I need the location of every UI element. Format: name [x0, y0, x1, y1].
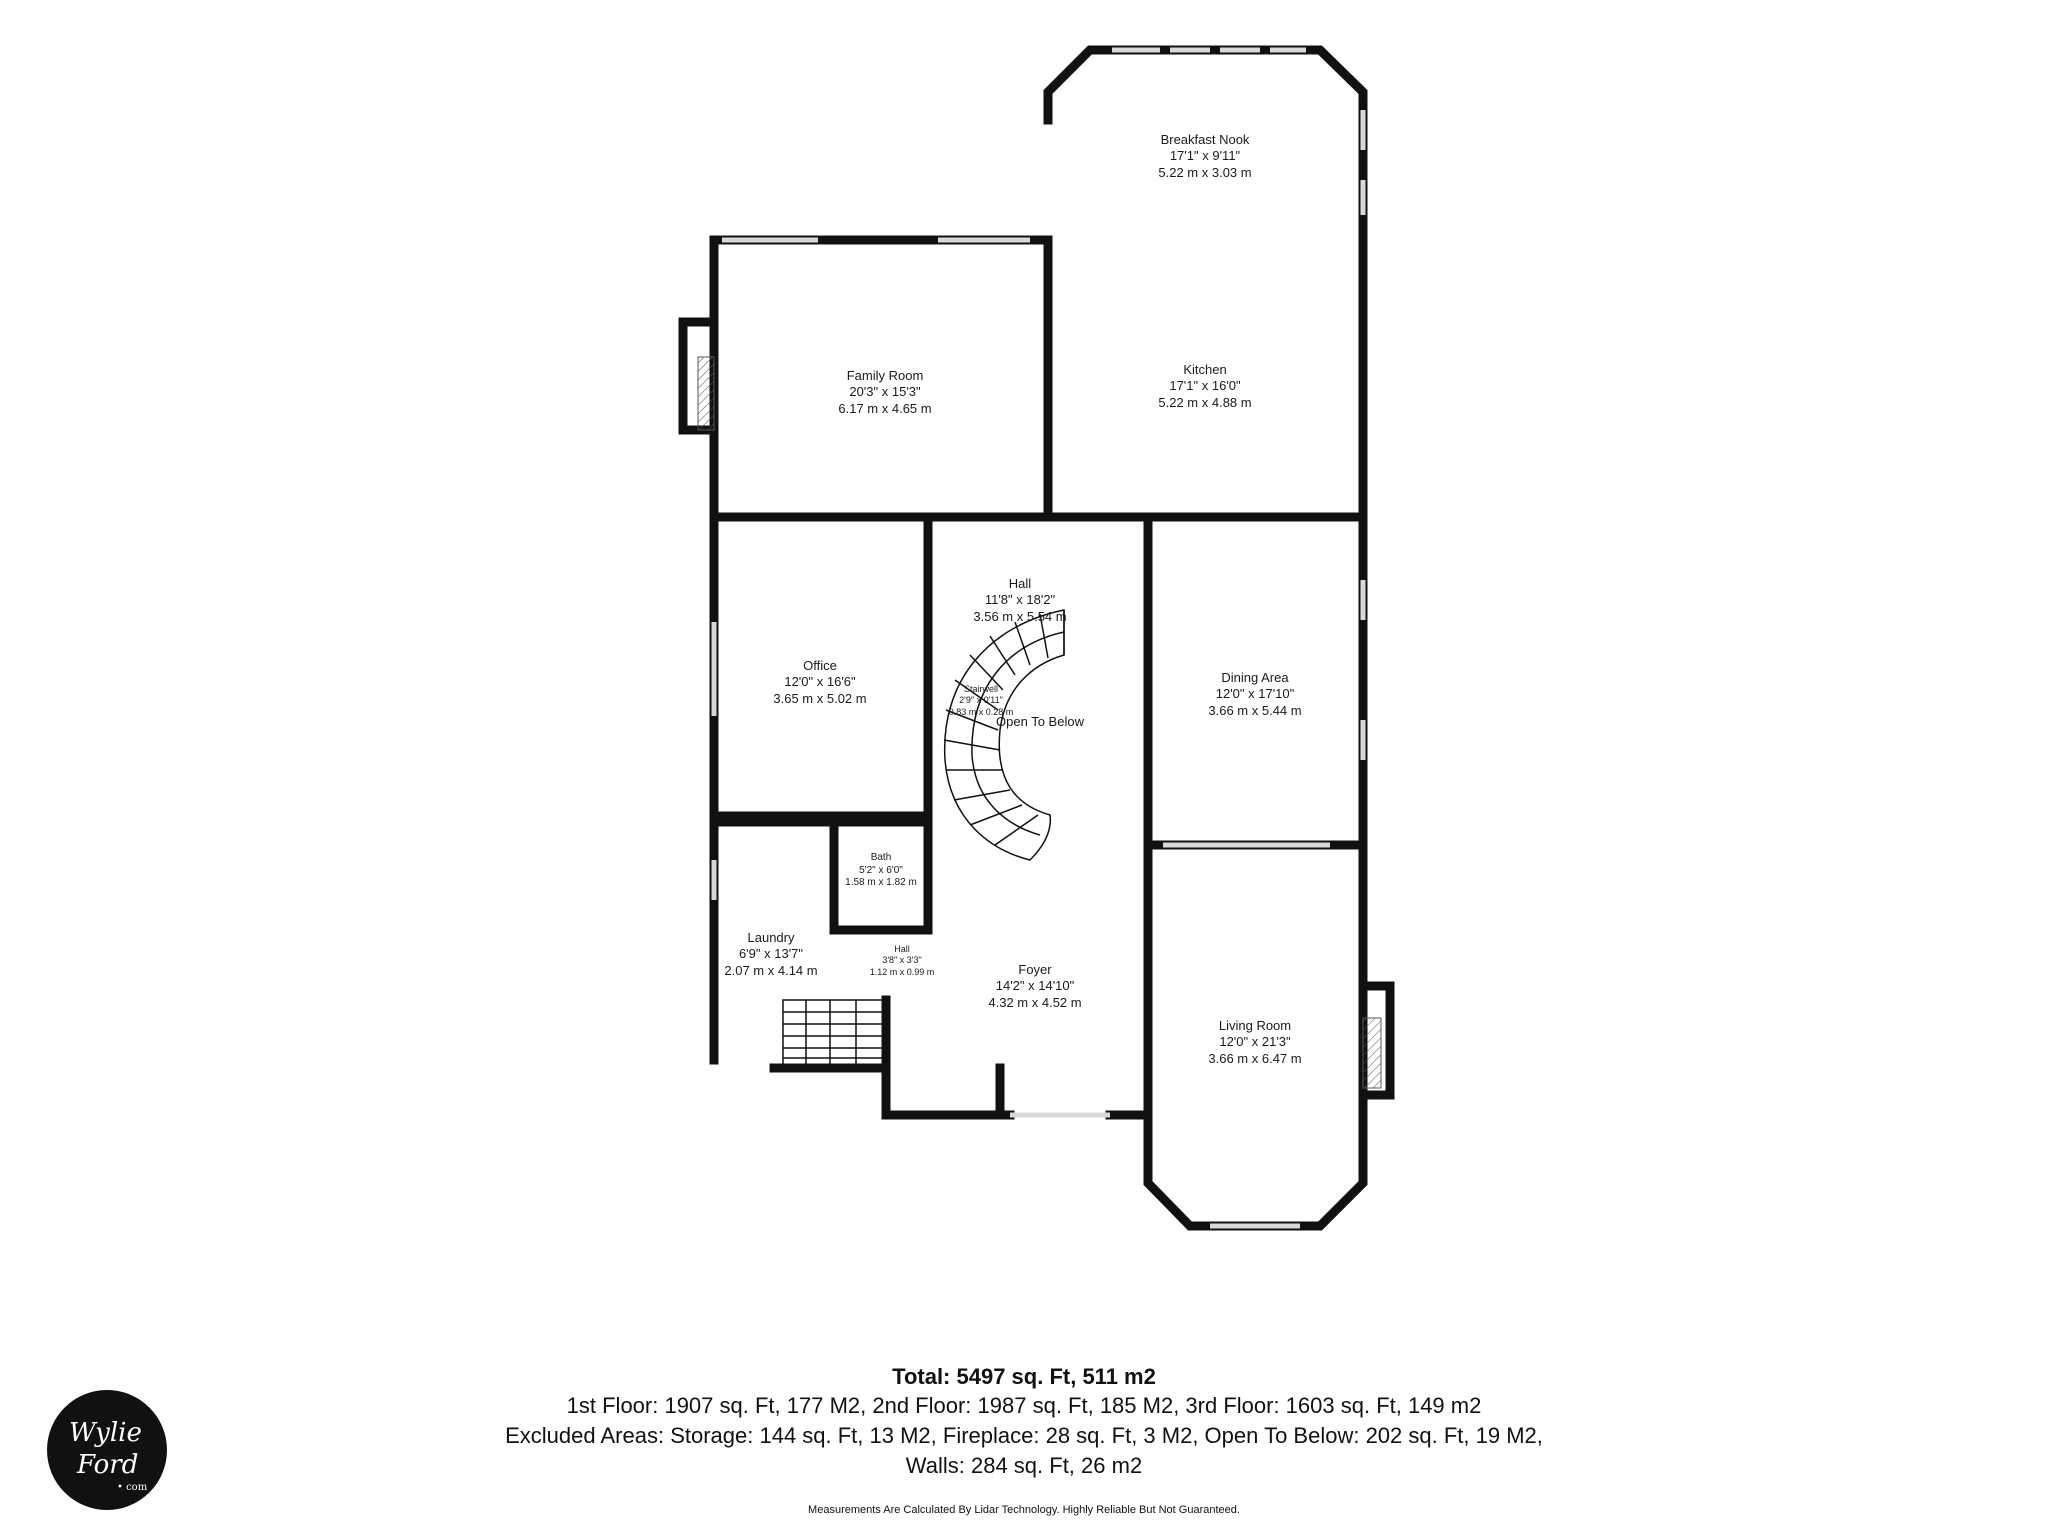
room-label-breakfast-nook: Breakfast Nook 17'1" x 9'11" 5.22 m x 3.… [1110, 132, 1300, 181]
foyer-bottom-wall [881, 1063, 1005, 1120]
room-label-stairwell: Stairwell 2'9" x 0'11" 0.83 m x 0.28 m [936, 684, 1026, 718]
area-summary: Total: 5497 sq. Ft, 511 m2 1st Floor: 19… [0, 1363, 2048, 1481]
room-dim-imperial: 5'2" x 6'0" [859, 864, 903, 876]
room-label-laundry: Laundry 6'9" x 13'7" 2.07 m x 4.14 m [716, 930, 826, 979]
room-dim-metric: 2.07 m x 4.14 m [724, 962, 818, 978]
family-fireplace-hatch [697, 356, 715, 431]
room-dim-metric: 5.22 m x 3.03 m [1158, 164, 1252, 180]
room-dim-imperial: 12'0" x 21'3" [1219, 1034, 1291, 1050]
floor-areas: 1st Floor: 1907 sq. Ft, 177 M2, 2nd Floo… [566, 1393, 1482, 1418]
room-dim-imperial: 17'1" x 16'0" [1169, 378, 1241, 394]
room-dim-imperial: 20'3" x 15'3" [849, 384, 921, 400]
room-name: Laundry [747, 930, 795, 945]
room-name: Stairwell [963, 684, 998, 694]
laundry-stairs [782, 999, 887, 1069]
total-area: Total: 5497 sq. Ft, 511 m2 [892, 1364, 1156, 1389]
spiral-staircase [943, 609, 1065, 861]
logo-line-1: Wylie [69, 1418, 142, 1448]
bath-wall [829, 817, 933, 935]
open-to-below-text: Open To Below [996, 714, 1084, 729]
room-label-office: Office 12'0" x 16'6" 3.65 m x 5.02 m [750, 658, 890, 707]
room-label-foyer: Foyer 14'2" x 14'10" 4.32 m x 4.52 m [970, 962, 1100, 1011]
room-dim-imperial: 12'0" x 16'6" [784, 674, 856, 690]
room-label-dining-area: Dining Area 12'0" x 17'10" 3.66 m x 5.44… [1180, 670, 1330, 719]
room-dim-imperial: 12'0" x 17'10" [1215, 686, 1295, 702]
room-name: Breakfast Nook [1160, 132, 1250, 147]
room-label-kitchen: Kitchen 17'1" x 16'0" 5.22 m x 4.88 m [1110, 362, 1300, 411]
room-dim-imperial: 17'1" x 9'11" [1169, 148, 1241, 164]
logo-line-3: • com [117, 1482, 148, 1493]
room-label-living-room: Living Room 12'0" x 21'3" 3.66 m x 6.47 … [1180, 1018, 1330, 1067]
room-dim-imperial: 14'2" x 14'10" [995, 978, 1075, 994]
room-dim-imperial: 11'8" x 18'2" [984, 592, 1056, 608]
room-dim-metric: 0.83 m x 0.28 m [948, 706, 1014, 717]
room-name: Office [803, 658, 837, 673]
room-dim-metric: 4.32 m x 4.52 m [988, 994, 1082, 1010]
breakfast-nook-wall [1043, 45, 1368, 522]
room-label-hall-small: Hall 3'8" x 3'3" 1.12 m x 0.99 m [860, 944, 944, 978]
living-fireplace-wall [1358, 981, 1395, 1100]
room-dim-imperial: 2'9" x 0'11" [959, 695, 1003, 706]
disclaimer: Measurements Are Calculated By Lidar Tec… [808, 1504, 1240, 1516]
excluded-areas: Excluded Areas: Storage: 144 sq. Ft, 13 … [505, 1423, 1543, 1448]
room-dim-metric: 1.12 m x 0.99 m [869, 966, 935, 977]
living-fireplace-hatch [1362, 1017, 1382, 1089]
room-dim-metric: 3.66 m x 5.44 m [1208, 702, 1302, 718]
room-dim-metric: 5.22 m x 4.88 m [1158, 394, 1252, 410]
wylie-ford-logo: Wylie Ford • com [47, 1390, 167, 1510]
room-dim-metric: 3.65 m x 5.02 m [773, 690, 867, 706]
room-dim-metric: 6.17 m x 4.65 m [838, 400, 932, 416]
room-name: Bath [870, 852, 892, 863]
logo-line-2: Ford [77, 1450, 139, 1480]
room-label-hall: Hall 11'8" x 18'2" 3.56 m x 5.54 m [950, 576, 1090, 625]
room-name: Dining Area [1221, 670, 1289, 685]
room-dim-imperial: 3'8" x 3'3" [882, 955, 922, 966]
room-name: Family Room [846, 368, 924, 383]
room-dim-metric: 3.56 m x 5.54 m [973, 608, 1067, 624]
room-label-bath: Bath 5'2" x 6'0" 1.58 m x 1.82 m [836, 852, 926, 890]
room-name: Hall [1008, 576, 1032, 591]
room-label-family-room: Family Room 20'3" x 15'3" 6.17 m x 4.65 … [790, 368, 980, 417]
room-name: Hall [894, 944, 910, 954]
room-name: Kitchen [1183, 362, 1227, 377]
open-to-below-label: Open To Below [980, 714, 1100, 730]
room-dim-imperial: 6'9" x 13'7" [738, 946, 804, 962]
windows [711, 47, 1366, 1229]
room-name: Foyer [1018, 962, 1052, 977]
room-dim-metric: 1.58 m x 1.82 m [845, 877, 917, 888]
room-dim-metric: 3.66 m x 6.47 m [1208, 1050, 1302, 1066]
walls-area: Walls: 284 sq. Ft, 26 m2 [905, 1453, 1143, 1478]
room-name: Living Room [1218, 1018, 1292, 1033]
